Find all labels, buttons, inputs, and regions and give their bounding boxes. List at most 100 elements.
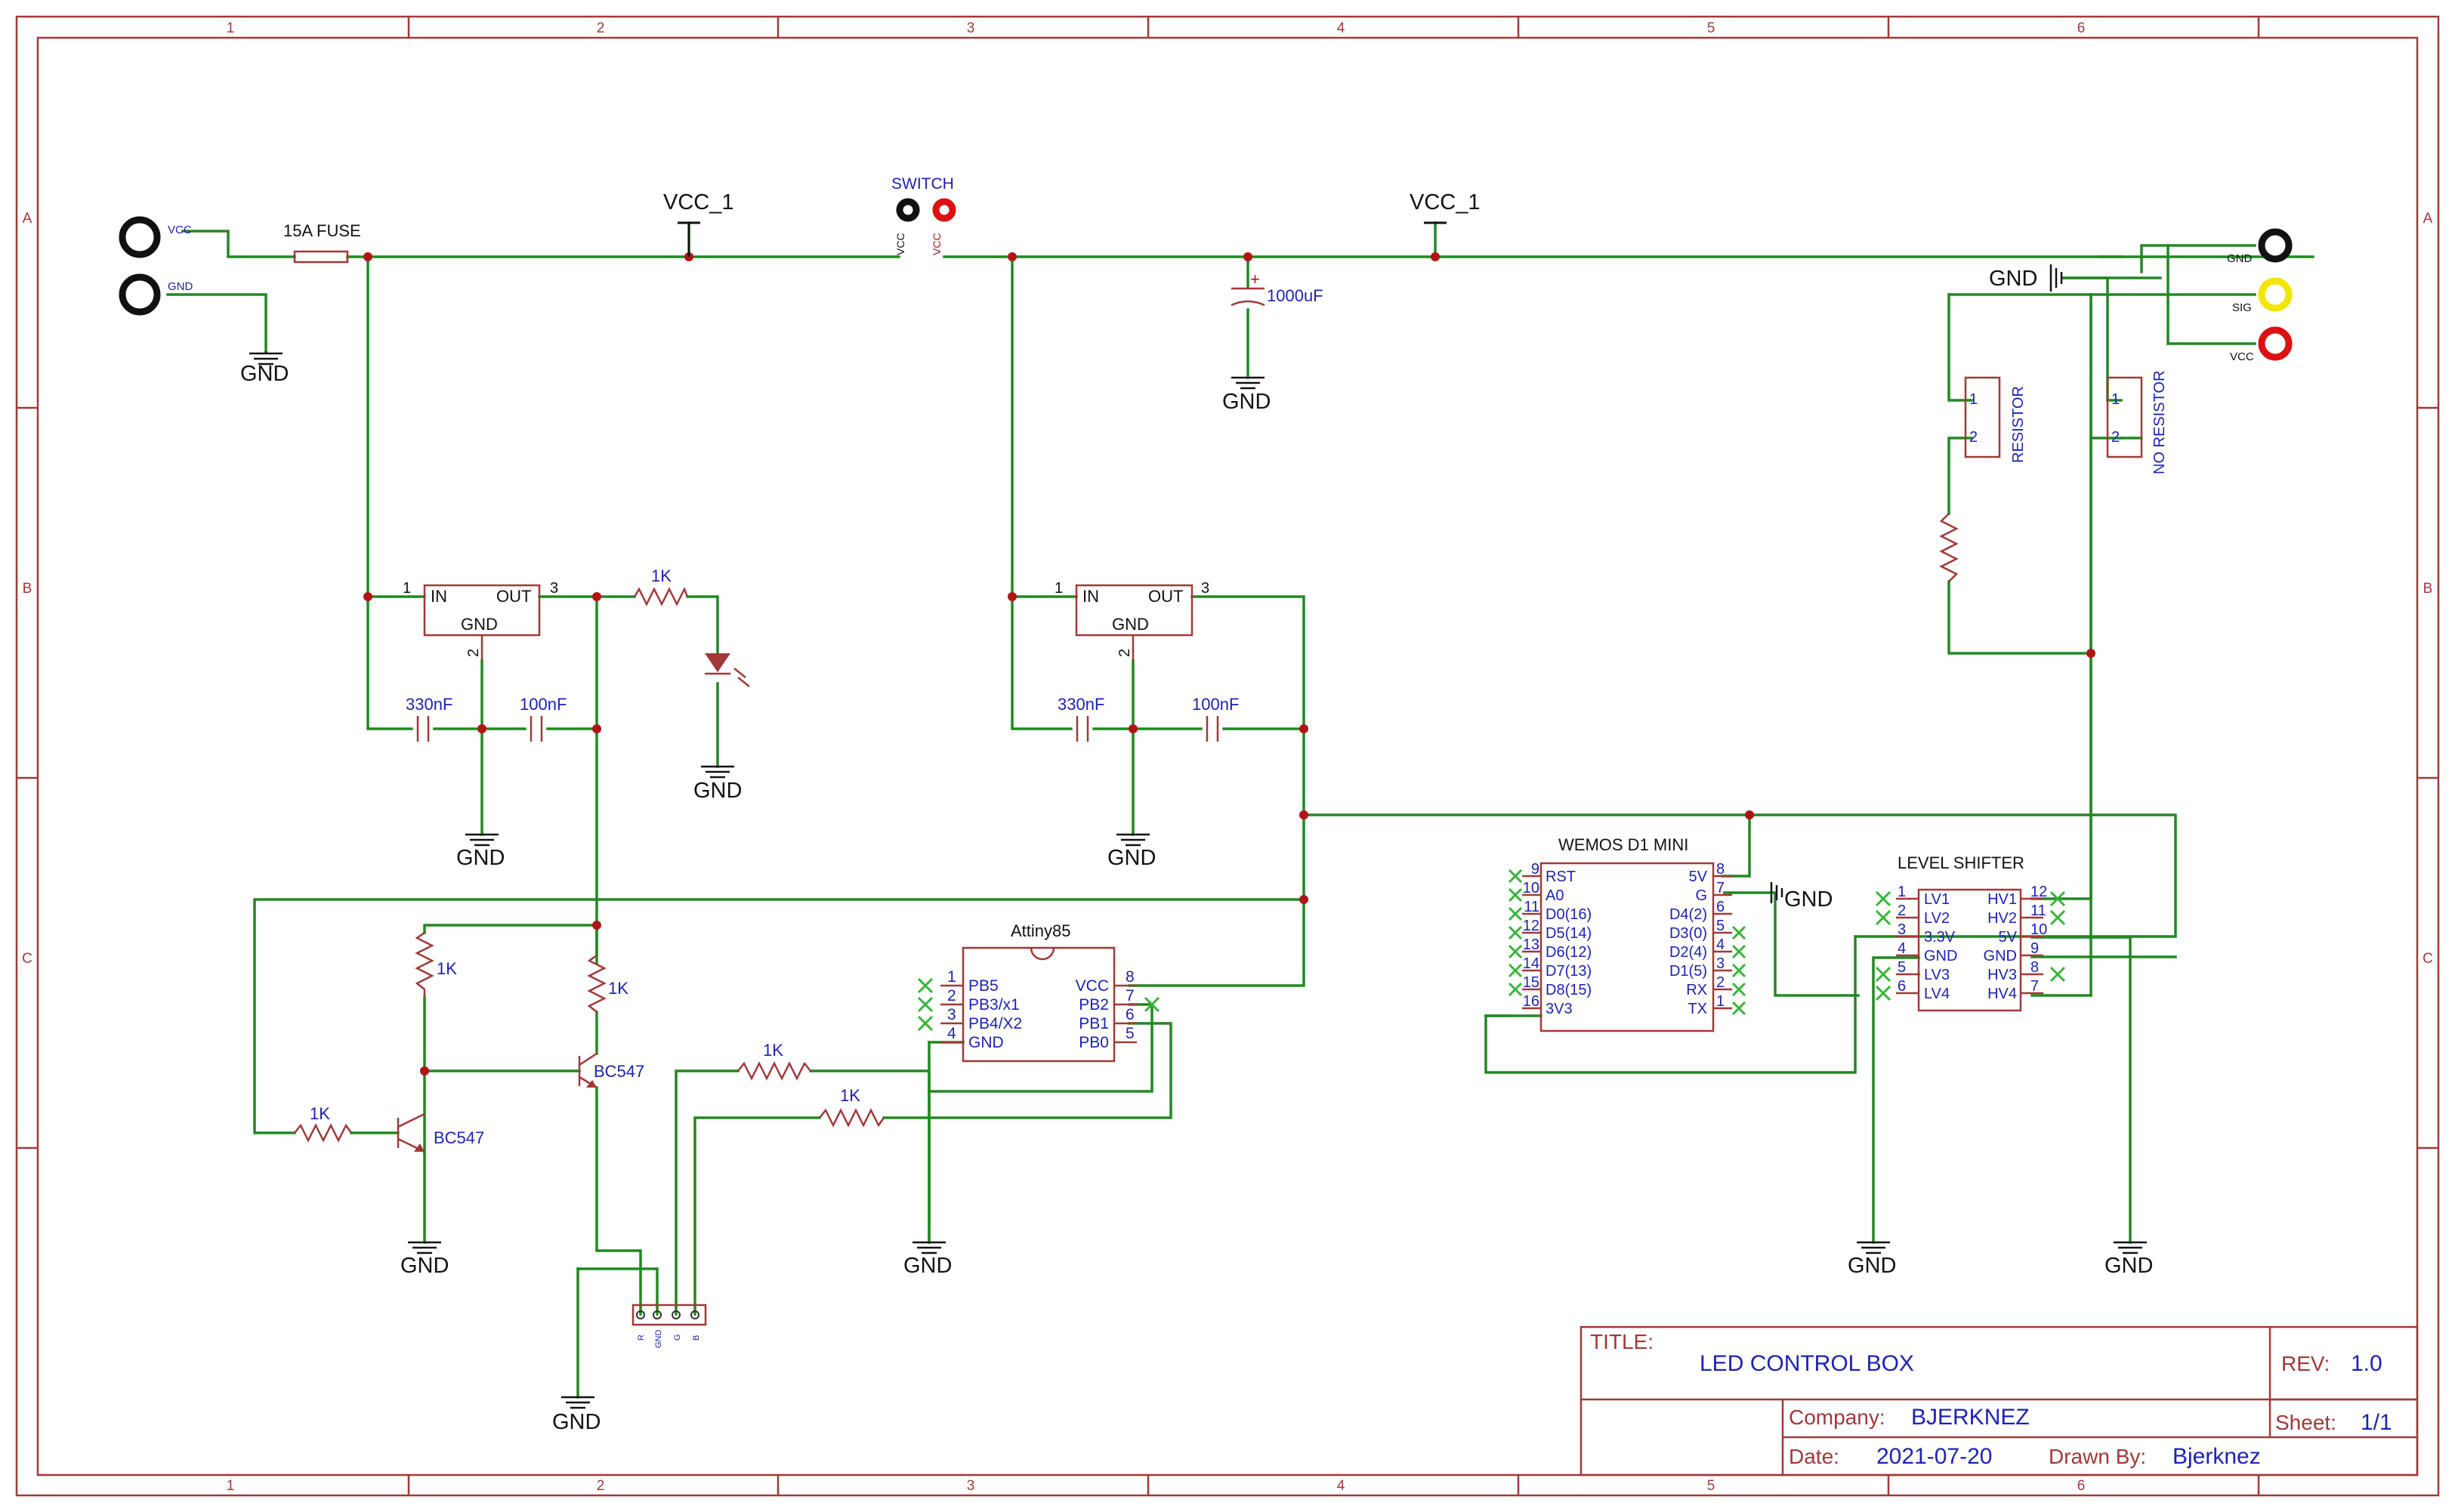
- gnd-labels: GND GND GND GND GND GND GND GND GND GND …: [240, 267, 2153, 1434]
- gnd-label-attiny: GND: [903, 1254, 952, 1278]
- wemos-pin13-num: 13: [1523, 937, 1539, 953]
- ls-pin9-name: GND: [1984, 948, 2017, 964]
- wemos-pin2-num: 2: [1716, 974, 1725, 991]
- attiny85-chip: Attiny85 1 2 3 4 PB5 PB3/x1 PB4/X2 GND 8…: [917, 921, 1160, 1063]
- attiny-pin2-name: PB3/x1: [968, 996, 1020, 1014]
- gnd-label-q1: GND: [400, 1254, 449, 1278]
- sheet-label: Sheet:: [2275, 1411, 2336, 1434]
- ls-pin4-name: GND: [1924, 948, 1957, 964]
- capacitor-330nf-2: 330nF: [1058, 695, 1104, 742]
- gnd-symbol-reg2: [1116, 833, 1150, 847]
- reg1-pin3: 3: [550, 580, 558, 597]
- attiny-pin5-name: PB0: [1079, 1034, 1109, 1051]
- gnd-label-wemos: GND: [1784, 887, 1833, 912]
- switch-vcc-black: VCC: [894, 233, 906, 255]
- q2-label: BC547: [434, 1128, 484, 1147]
- frame-row-a-right: A: [2423, 211, 2433, 227]
- jumper-nr-pin1: 1: [2111, 391, 2120, 408]
- output-vcc-label: VCC: [2230, 350, 2254, 363]
- frame-col-6-bottom: 6: [2077, 1478, 2086, 1494]
- resistor-pb1-label: 1K: [763, 1041, 783, 1060]
- jumper-resistor: 1 2 RESISTOR: [1964, 376, 2027, 463]
- gnd-symbol-ls-right: [2114, 1241, 2147, 1254]
- gnd-label-led: GND: [693, 779, 742, 803]
- capacitor-100nf-2: 100nF: [1192, 695, 1239, 742]
- frame-col-5-bottom: 5: [1707, 1478, 1715, 1494]
- ls-pin10-name: 5V: [1999, 929, 2018, 946]
- gnd-label-connector: GND: [552, 1410, 601, 1434]
- drawn-by-value: Bjerknez: [2172, 1444, 2261, 1469]
- drawing-frame: 1 2 3 4 5 6 1 2 3 4 5 6 A B C A B C: [15, 15, 2440, 1497]
- ls-pin3-num: 3: [1898, 921, 1906, 938]
- ls-pin10-num: 10: [2030, 921, 2047, 938]
- wemos-pin15-num: 15: [1523, 974, 1539, 991]
- ls-pin5-name: LV3: [1924, 967, 1950, 983]
- resistor-q2-collector: 1K: [415, 931, 457, 997]
- reg1-in: IN: [431, 587, 447, 606]
- gnd-symbol-wemos: [1770, 882, 1783, 903]
- wemos-pin7-name: G: [1695, 887, 1707, 904]
- reg2-pin1: 1: [1055, 580, 1063, 597]
- wires: [166, 221, 2314, 1399]
- output-gnd-label: GND: [2227, 252, 2253, 265]
- cap-plus-sign: +: [1250, 270, 1260, 289]
- title-value: LED CONTROL BOX: [1700, 1351, 1914, 1376]
- wemos-pin14-name: D7(13): [1546, 963, 1592, 980]
- gnd-symbol-ls-left: [1857, 1241, 1890, 1254]
- company-value: BJERKNEZ: [1911, 1405, 2030, 1430]
- attiny-pin1-num: 1: [947, 968, 956, 986]
- ls-pin4-num: 4: [1898, 940, 1906, 957]
- q1-label: BC547: [594, 1062, 644, 1081]
- attiny-pin5-num: 5: [1126, 1025, 1135, 1042]
- gnd-label-input: GND: [240, 362, 289, 386]
- switch-label: SWITCH: [891, 175, 954, 193]
- ls-pin12-num: 12: [2030, 884, 2047, 900]
- connector-r-label: R: [637, 1335, 646, 1341]
- wemos-pin8-num: 8: [1716, 861, 1725, 878]
- wemos-pin9-num: 9: [1531, 861, 1539, 878]
- wemos-d1-mini: WEMOS D1 MINI 9 10: [1508, 835, 1746, 1032]
- fuse: 15A FUSE: [283, 221, 361, 264]
- reg2-in: IN: [1082, 587, 1099, 606]
- voltage-regulator-1: 1 3 2 IN OUT GND: [403, 580, 558, 661]
- wemos-pin13-name: D6(12): [1546, 944, 1592, 961]
- attiny-pin6-num: 6: [1126, 1006, 1135, 1023]
- jumper-nr-pin2: 2: [2111, 429, 2120, 446]
- drawn-by-label: Drawn By:: [2049, 1445, 2146, 1468]
- frame-col-1-top: 1: [227, 20, 235, 36]
- switch: SWITCH VCC VCC: [891, 175, 956, 255]
- cap-330nf-1-label: 330nF: [406, 695, 452, 714]
- resistor-pb0: 1K: [819, 1086, 885, 1128]
- wemos-pin16-name: 3V3: [1546, 1001, 1573, 1017]
- date-label: Date:: [1789, 1445, 1839, 1468]
- gnd-symbol-bulkcap: [1231, 376, 1265, 390]
- wemos-pin9-name: RST: [1546, 869, 1576, 885]
- attiny-pin7-num: 7: [1126, 987, 1135, 1004]
- wemos-pin7-num: 7: [1716, 880, 1725, 896]
- title-block: TITLE: LED CONTROL BOX REV: 1.0 Company:…: [1580, 1325, 2419, 1477]
- jumper-nr-label: NO RESISTOR: [2151, 371, 2168, 474]
- wemos-pin12-name: D5(14): [1546, 925, 1592, 942]
- vcc1-text-right: VCC_1: [1410, 190, 1481, 214]
- ls-pin11-name: HV2: [1987, 910, 2017, 927]
- vcc1-text-left: VCC_1: [663, 190, 734, 214]
- title-label: TITLE:: [1590, 1330, 1654, 1353]
- wemos-pin4-num: 4: [1716, 937, 1725, 953]
- voltage-regulator-2: 1 3 2 IN OUT GND: [1055, 580, 1209, 661]
- jumper-r-pin1: 1: [1969, 391, 1978, 408]
- frame-row-b-left: B: [23, 581, 32, 597]
- gnd-symbols: [249, 264, 2147, 1409]
- output-sig-label: SIG: [2232, 301, 2252, 314]
- wemos-name: WEMOS D1 MINI: [1558, 835, 1688, 854]
- frame-row-c-right: C: [2423, 951, 2433, 967]
- company-label: Company:: [1789, 1406, 1885, 1429]
- frame-row-a-left: A: [23, 211, 32, 227]
- wemos-pin4-name: D2(4): [1669, 944, 1707, 961]
- rev-label: REV:: [2281, 1352, 2330, 1375]
- wemos-pin10-name: A0: [1546, 887, 1564, 904]
- ls-pin5-num: 5: [1898, 959, 1906, 976]
- reg2-pin3: 3: [1201, 580, 1209, 597]
- frame-col-2-bottom: 2: [597, 1478, 605, 1494]
- resistor-led-label: 1K: [651, 566, 672, 585]
